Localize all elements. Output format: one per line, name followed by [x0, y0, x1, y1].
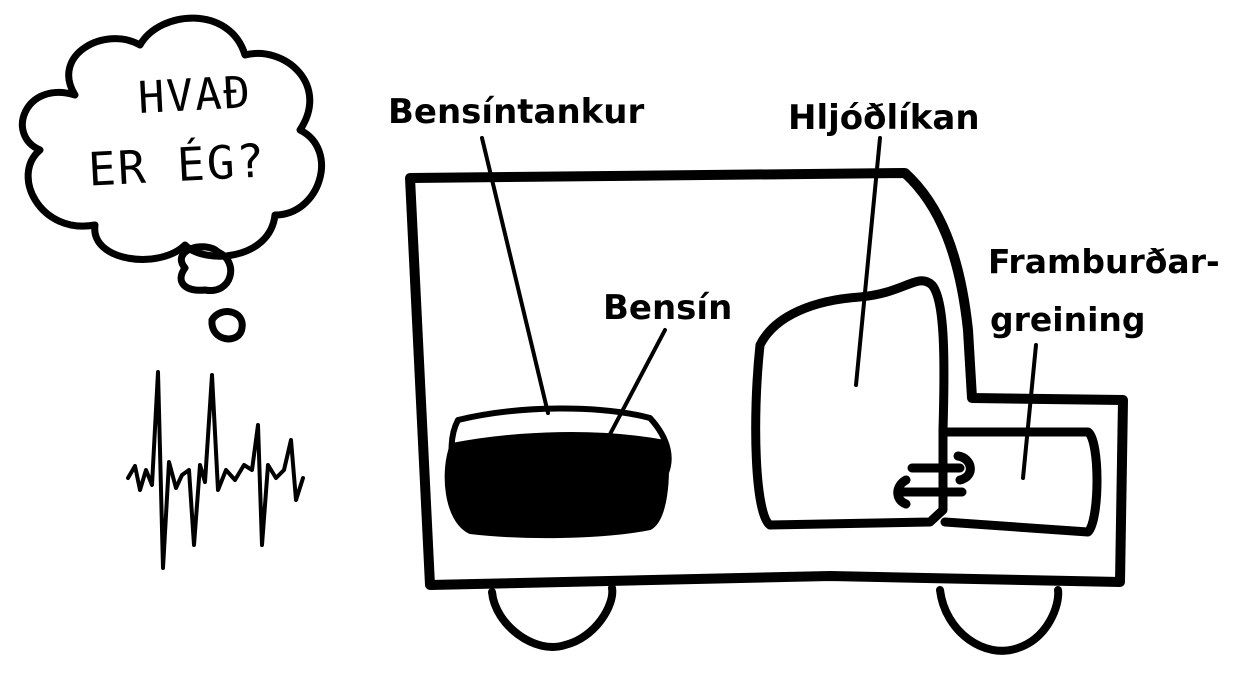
thought-bubble-dot-small [208, 308, 246, 343]
leader-line-fuel-tank [480, 136, 550, 415]
pronunciation-box [938, 427, 1102, 537]
leader-line-fuel [606, 328, 667, 440]
car-body-outline [405, 168, 1128, 590]
speech-waveform [126, 370, 305, 570]
label-sound-model: Hljóðlíkan [788, 98, 980, 138]
front-wheel [936, 586, 1063, 655]
connector-arrow-upper [907, 451, 975, 485]
thought-bubble-cloud [19, 14, 326, 263]
leader-line-sound-model [854, 136, 882, 387]
thought-bubble-dot-large [177, 243, 235, 294]
label-pronunciation-line-2: greining [990, 300, 1146, 339]
connector-arrow-lower [893, 475, 967, 509]
thought-line-1: HVAÐ [136, 67, 254, 124]
thought-line-2: ER ÉG? [86, 133, 268, 197]
rear-wheel [488, 584, 617, 651]
label-fuel: Bensín [603, 288, 733, 328]
label-fuel-tank: Bensíntankur [388, 92, 645, 132]
fuel-fill [444, 432, 669, 539]
label-pronunciation-line-1: Framburðar- [988, 242, 1220, 281]
acoustic-model-shape [751, 276, 949, 530]
leader-line-pronunciation [1021, 343, 1038, 480]
